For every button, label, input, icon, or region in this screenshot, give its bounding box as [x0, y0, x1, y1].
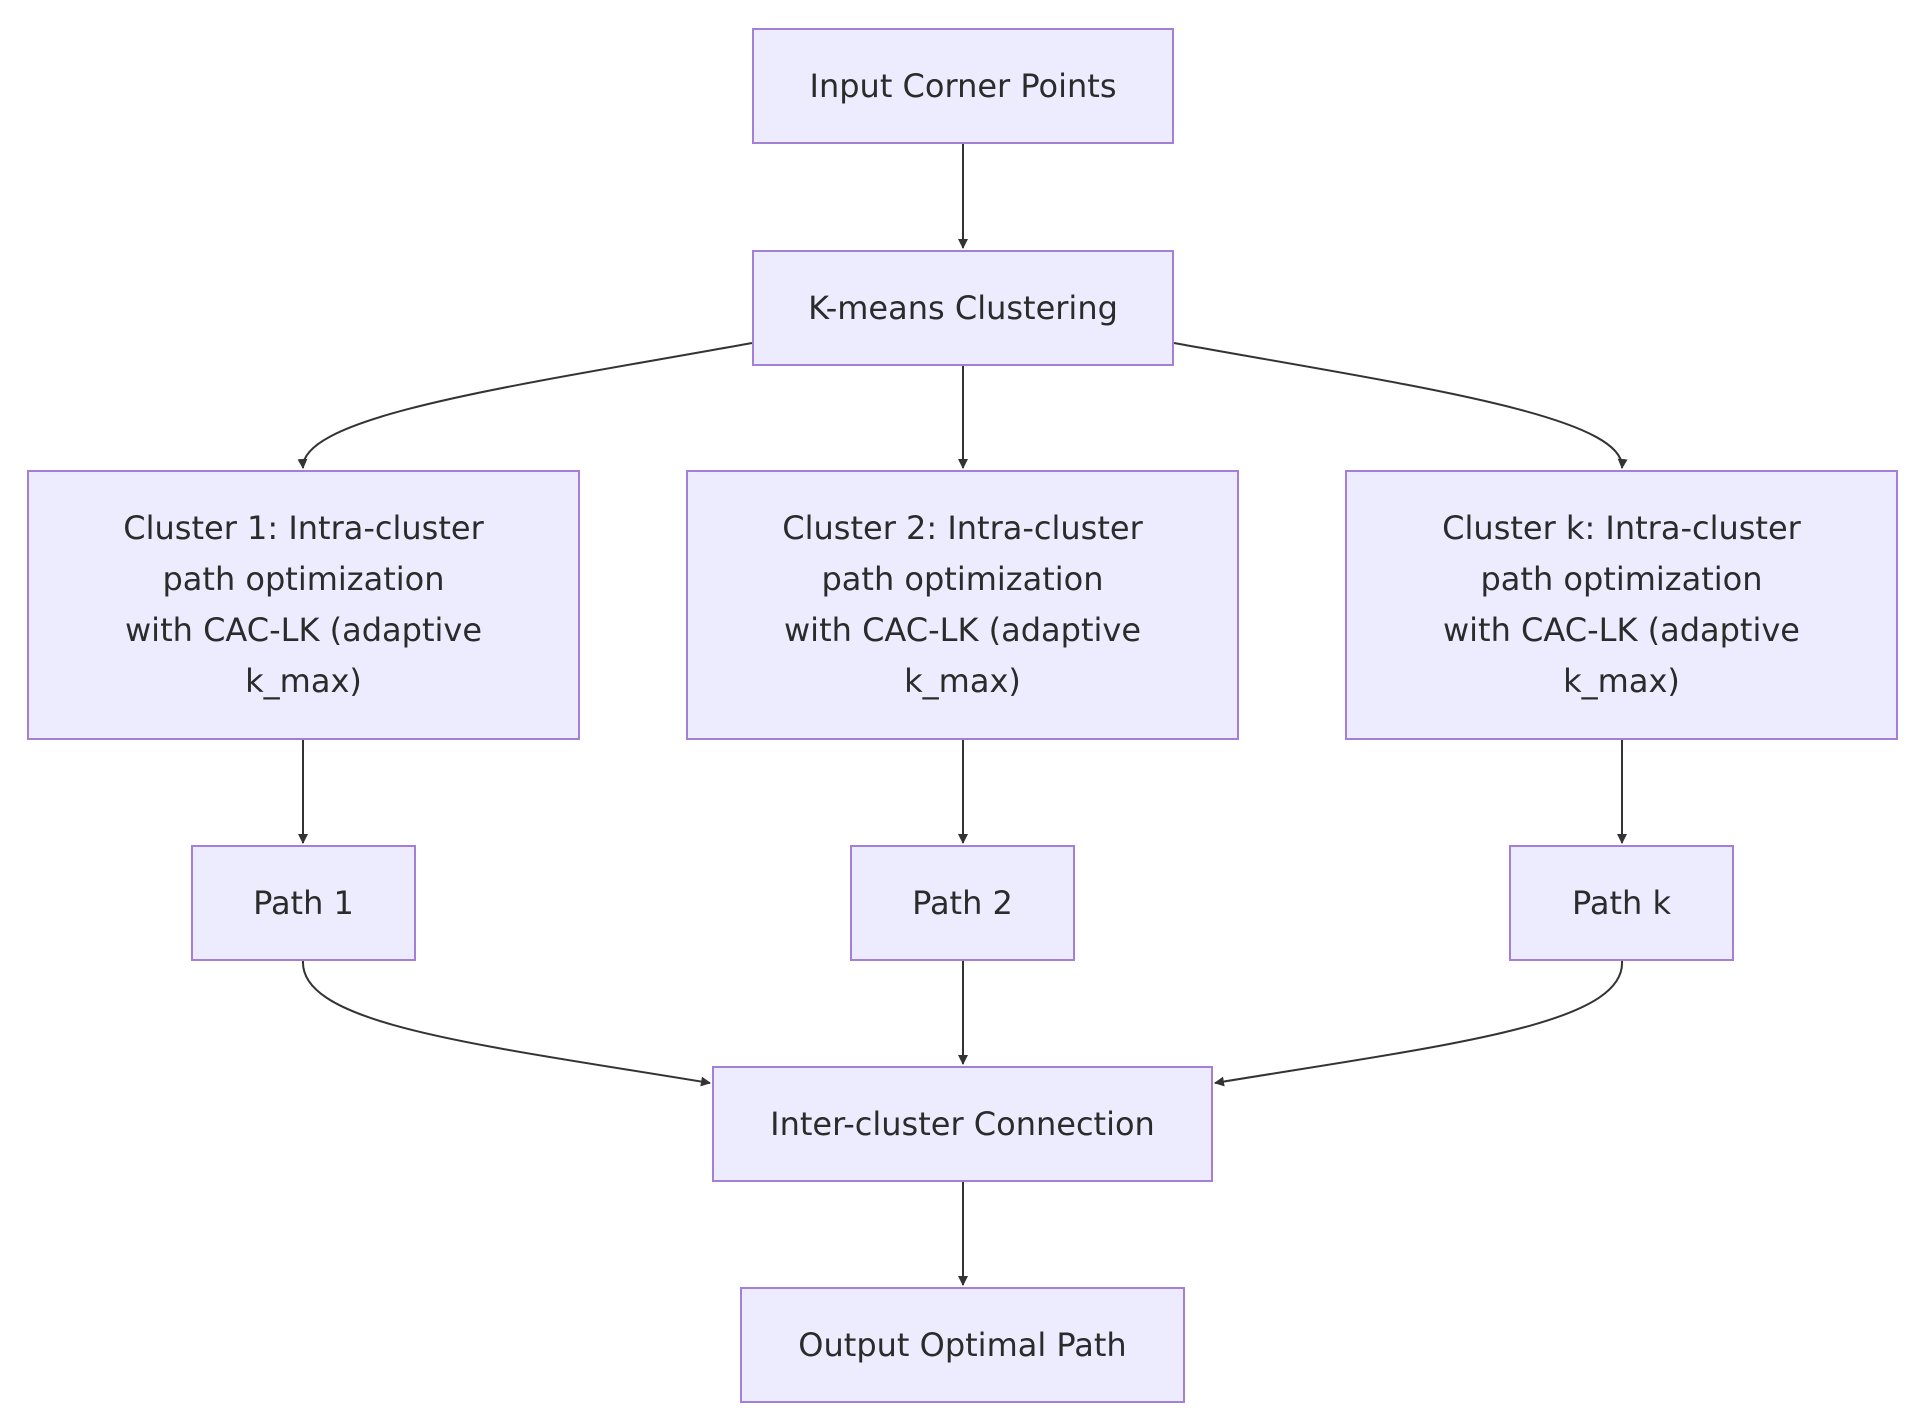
node-label-line: k_max) [1563, 662, 1680, 700]
node-label-line: Cluster 2: Intra-cluster [782, 509, 1143, 547]
node-label: Input Corner Points [809, 66, 1117, 105]
node-label-line: with CAC-LK (adaptive [1442, 611, 1800, 649]
edge-kmeans-to-clusterk [1173, 342, 1628, 469]
node-label: Inter-cluster Connection [770, 1104, 1155, 1143]
node-label-line: k_max) [245, 662, 362, 700]
node-input-corner-points: Input Corner Points [752, 28, 1174, 144]
node-label-line: k_max) [904, 662, 1021, 700]
node-cluster-k: Cluster k: Intra-cluster path optimizati… [1345, 470, 1898, 740]
node-path-1: Path 1 [191, 845, 416, 961]
node-path-k: Path k [1509, 845, 1734, 961]
node-output-optimal-path: Output Optimal Path [740, 1287, 1185, 1403]
edge-path1-to-inter [301, 960, 711, 1087]
node-label: Path 1 [253, 883, 354, 922]
node-label-line: with CAC-LK (adaptive [784, 611, 1141, 649]
node-label: Path 2 [912, 883, 1013, 922]
node-label: K-means Clustering [808, 288, 1118, 327]
node-inter-cluster-connection: Inter-cluster Connection [712, 1066, 1213, 1182]
node-kmeans-clustering: K-means Clustering [752, 250, 1174, 366]
edge-kmeans-to-cluster1 [297, 342, 753, 469]
node-label: Cluster 2: Intra-cluster path optimizati… [782, 503, 1142, 707]
node-label: Cluster 1: Intra-cluster path optimizati… [123, 503, 483, 707]
node-label: Cluster k: Intra-cluster path optimizati… [1442, 503, 1801, 707]
node-label: Path k [1572, 883, 1671, 922]
node-cluster-2: Cluster 2: Intra-cluster path optimizati… [686, 470, 1239, 740]
edge-pathk-to-inter [1214, 960, 1624, 1087]
node-label-line: Cluster 1: Intra-cluster [123, 509, 484, 547]
node-label-line: path optimization [1480, 560, 1763, 598]
node-path-2: Path 2 [850, 845, 1075, 961]
node-label: Output Optimal Path [798, 1325, 1127, 1364]
node-label-line: path optimization [821, 560, 1104, 598]
node-cluster-1: Cluster 1: Intra-cluster path optimizati… [27, 470, 580, 740]
node-label-line: with CAC-LK (adaptive [125, 611, 482, 649]
node-label-line: path optimization [162, 560, 445, 598]
node-label-line: Cluster k: Intra-cluster [1442, 509, 1801, 547]
